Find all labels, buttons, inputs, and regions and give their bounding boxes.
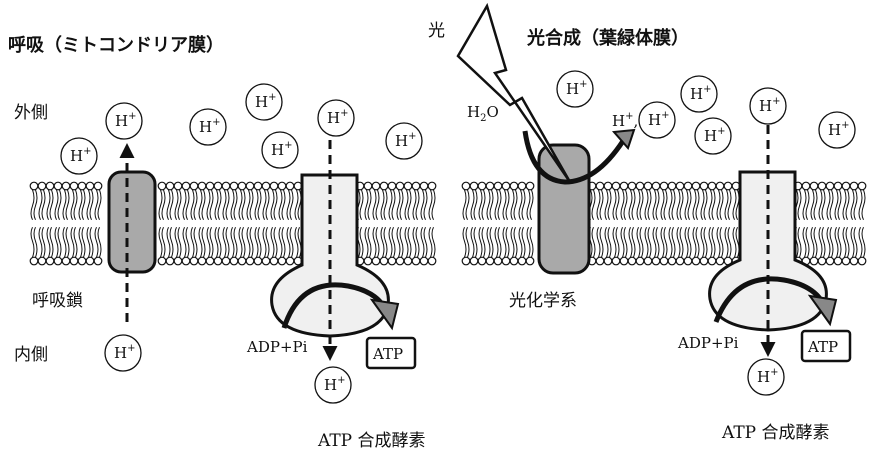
proton-ion: H+	[105, 102, 143, 140]
proton-ion: H+	[638, 101, 676, 139]
photosystem-label: 光化学系	[509, 291, 577, 311]
svg-text:H+: H+	[327, 108, 348, 127]
proton-ion: H+	[189, 108, 227, 146]
respiratory-chain-label: 呼吸鎖	[32, 291, 83, 311]
left-panel: 呼吸（ミトコンドリア膜） 外側 内側 呼吸鎖 ADP+Pi ATP ATP 合成…	[8, 34, 426, 451]
inner-side-label: 内側	[14, 345, 48, 365]
svg-text:H+: H+	[255, 92, 276, 111]
water-splitting-arrow	[522, 130, 626, 185]
adp-pi-label-left: ADP+Pi	[246, 338, 308, 356]
outer-side-label: 外側	[14, 103, 48, 123]
proton-ion: H+	[317, 99, 355, 137]
lipid-bilayer-segment	[793, 181, 867, 266]
synthase-label-left: ATP 合成酵素	[317, 431, 426, 451]
proton-ion: H+	[749, 87, 787, 125]
lipid-bilayer-segment	[461, 181, 535, 266]
svg-text:H+: H+	[704, 126, 725, 145]
lipid-bilayer-segment	[157, 181, 303, 266]
svg-text:H+: H+	[395, 131, 416, 150]
svg-text:H+: H+	[757, 367, 778, 386]
svg-text:H+: H+	[759, 96, 780, 115]
svg-text:H+: H+	[115, 111, 136, 130]
atp-box-right	[800, 329, 852, 363]
proton-ions: H+ H+ H+ H+ H+ H+ H+ H+ H+ H+ H+ H+ H+ H+ H+ H+	[60, 70, 856, 404]
proton-ion: H+	[694, 117, 732, 155]
light-label: 光	[428, 21, 445, 41]
proton-ion: H+	[104, 334, 142, 372]
atp-label-right: ATP	[807, 338, 838, 356]
proton-ion: H+	[385, 122, 423, 160]
photosystem-protein	[537, 143, 591, 275]
svg-text:H+: H+	[199, 117, 220, 136]
svg-text:H+: H+	[271, 140, 292, 159]
svg-text:H+: H+	[828, 120, 849, 139]
atp-synthase-right	[708, 125, 838, 357]
svg-text:H+: H+	[70, 146, 91, 165]
right-title: 光合成（葉緑体膜）	[526, 27, 689, 49]
svg-text:H+: H+	[566, 79, 587, 98]
right-panel: 光合成（葉緑体膜） 光 H2O H+, O2 光化学系 ADP+Pi ATP A…	[428, 2, 852, 443]
water-label: H2O	[467, 103, 499, 124]
atp-box-left	[365, 336, 417, 370]
rotation-arrow-right	[713, 276, 829, 323]
atp-label-left: ATP	[372, 345, 403, 363]
proton-ion: H+	[245, 83, 283, 121]
proton-ion: H+	[747, 358, 785, 396]
svg-text:H+: H+	[648, 110, 669, 129]
proton-ion: H+	[314, 366, 352, 404]
svg-text:H+: H+	[114, 343, 135, 362]
proton-ion: H+	[261, 131, 299, 169]
proton-ion: H+	[818, 111, 856, 149]
atp-synthase-left	[270, 125, 400, 361]
left-title: 呼吸（ミトコンドリア膜）	[8, 34, 224, 56]
proton-ion: H+	[680, 75, 718, 113]
lipid-bilayer-segment	[355, 181, 437, 266]
synthase-label-right: ATP 合成酵素	[721, 423, 830, 443]
proton-ion: H+	[556, 70, 594, 108]
adp-pi-label-right: ADP+Pi	[677, 334, 739, 352]
lightning-bolt-icon	[456, 2, 572, 183]
svg-text:H+: H+	[324, 375, 345, 394]
respiratory-chain-protein	[107, 170, 157, 274]
lipid-bilayer-segment	[29, 181, 103, 266]
svg-text:H+: H+	[690, 84, 711, 103]
lipid-bilayer-segment	[587, 181, 741, 266]
proton-ion: H+	[60, 137, 98, 175]
